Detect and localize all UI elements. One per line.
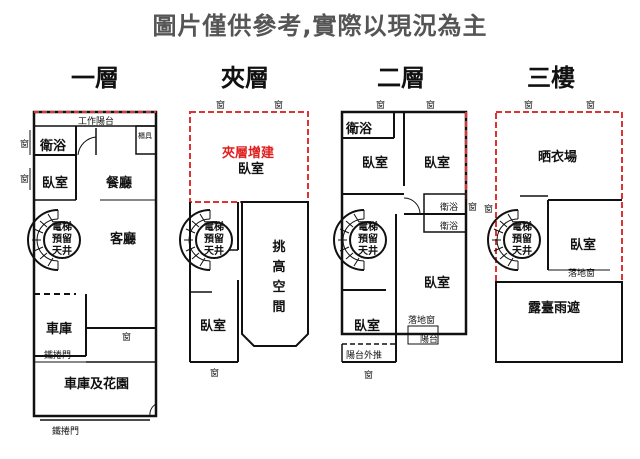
floor-title-mezzanine: 夾層 bbox=[221, 64, 269, 92]
label-3f-bedroom: 臥室 bbox=[570, 238, 597, 253]
label-1f-window-a: 窗 bbox=[20, 140, 30, 150]
label-1f-shelf: 櫃具 bbox=[138, 132, 152, 140]
label-1f-iron-door-1: 鐵捲門 bbox=[44, 351, 72, 361]
label-1f-garage: 車庫 bbox=[46, 322, 73, 337]
label-1f-living: 客廳 bbox=[110, 232, 137, 247]
label-1f-bath: 衛浴 bbox=[40, 139, 67, 154]
label-2f-bath-3: 衛浴 bbox=[440, 222, 459, 232]
plan-1f bbox=[27, 110, 158, 421]
label-2f-window-1: 窗 bbox=[376, 101, 386, 111]
floor-title-2f: 二層 bbox=[377, 64, 425, 92]
label-3f-french-window: 落地窗 bbox=[568, 269, 596, 279]
label-3f-terrace: 露臺雨遮 bbox=[528, 301, 581, 316]
plan-2f bbox=[333, 110, 468, 363]
label-2f-bedroom-2: 臥室 bbox=[424, 156, 451, 171]
label-3f-window-1: 窗 bbox=[524, 101, 534, 111]
label-1f-stair: 電梯 預留 天井 bbox=[52, 222, 72, 257]
label-1f-dining: 餐廳 bbox=[106, 176, 133, 191]
label-mz-addition: 夾層增建 bbox=[222, 146, 275, 161]
label-3f-drying: 晒衣場 bbox=[538, 150, 578, 165]
label-mz-stair: 電梯 預留 天井 bbox=[204, 222, 224, 257]
label-mz-bedroom-top: 臥室 bbox=[238, 162, 265, 177]
label-2f-window-2: 窗 bbox=[426, 101, 436, 111]
label-mz-high-space: 挑高空間 bbox=[272, 240, 286, 315]
label-3f-window-2: 窗 bbox=[586, 101, 596, 111]
label-mz-bedroom: 臥室 bbox=[200, 319, 227, 334]
label-mz-window-2: 窗 bbox=[274, 101, 284, 111]
page-title: 圖片僅供參考,實際以現況為主 bbox=[152, 12, 488, 40]
label-2f-bedroom-1: 臥室 bbox=[362, 156, 389, 171]
label-mz-window-1: 窗 bbox=[216, 101, 226, 111]
label-2f-stair: 電梯 預留 天井 bbox=[358, 222, 378, 257]
label-2f-bath: 衛浴 bbox=[346, 122, 373, 137]
floor-title-1f: 一層 bbox=[71, 64, 119, 92]
label-1f-window-c: 窗 bbox=[122, 333, 132, 343]
label-2f-bedroom-4: 臥室 bbox=[354, 319, 381, 334]
label-2f-window-4: 窗 bbox=[364, 371, 374, 381]
plan-mezzanine bbox=[179, 111, 309, 363]
label-2f-bath-2: 衛浴 bbox=[440, 203, 459, 213]
label-3f-window-3: 窗 bbox=[484, 205, 494, 215]
label-2f-french-window: 落地窗 bbox=[408, 316, 436, 326]
label-1f-window-b: 窗 bbox=[20, 175, 30, 185]
label-3f-stair: 電梯 預留 天井 bbox=[512, 222, 532, 257]
label-mz-window-3: 窗 bbox=[210, 369, 220, 379]
label-1f-bedroom: 臥室 bbox=[42, 176, 69, 191]
label-2f-window-3: 窗 bbox=[468, 203, 478, 213]
floor-title-3f: 三樓 bbox=[527, 64, 575, 92]
label-1f-iron-door-2: 鐵捲門 bbox=[52, 427, 80, 437]
label-1f-garage-garden: 車庫及花園 bbox=[64, 377, 130, 392]
label-2f-balcony: 陽台 bbox=[420, 335, 439, 345]
label-2f-balcony-push: 陽台外推 bbox=[346, 351, 383, 361]
label-2f-bedroom-3: 臥室 bbox=[424, 276, 451, 291]
label-1f-balcony: 工作陽台 bbox=[78, 117, 115, 127]
plan-3f bbox=[487, 111, 623, 363]
